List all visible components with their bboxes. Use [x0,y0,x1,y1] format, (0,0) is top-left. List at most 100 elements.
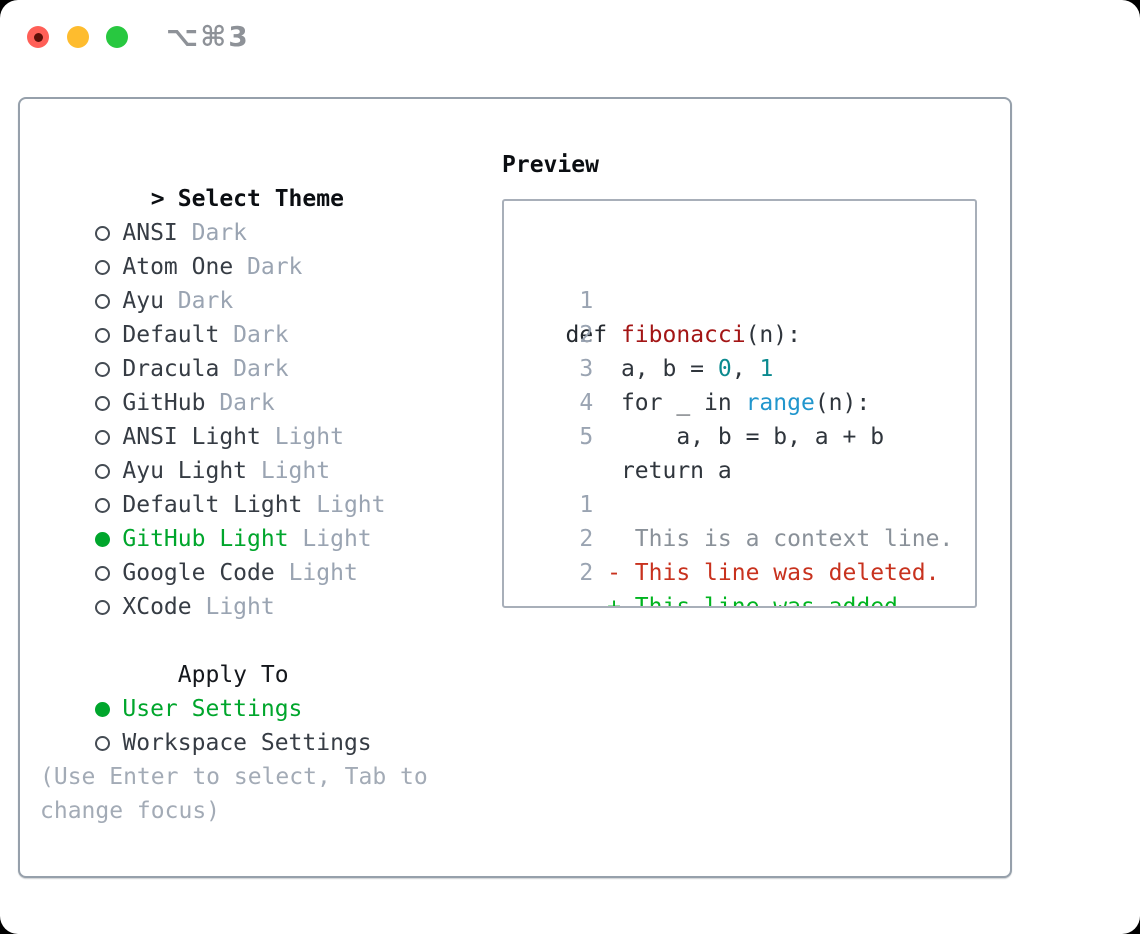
theme-name: GitHub Light [122,526,289,552]
apply-to-option-row[interactable]: Workspace Settings [40,692,502,756]
radio-icon [95,736,111,751]
preview-code-line: 2 a, b = 0, 1 [524,284,965,382]
apply-to-header: Apply To [40,624,502,688]
theme-name: Ayu [122,288,164,314]
preview-code-line: 1 This is a context line. [524,454,965,552]
apply-to-list: User Settings Workspace Settings [40,658,502,756]
radio-icon [95,294,111,309]
line-number: 2 [579,560,594,586]
code-segment-plain: return a [551,458,732,484]
theme-name: Default Light [122,492,303,518]
close-dot-icon [33,32,43,42]
code-segment-context: This is a context line. [551,526,954,552]
titlebar: ⌥⌘3 [0,0,1140,97]
theme-variant-tag: Light [247,458,331,484]
code-segment-num: 1 [759,356,774,382]
code-segment-plain: , [731,356,760,382]
select-theme-title: Select Theme [177,186,344,212]
radio-icon [95,260,111,275]
line-number: 1 [579,288,594,314]
theme-name: Ayu Light [122,458,248,484]
code-segment-plain: a, b = b, a + b [551,424,885,450]
theme-picker-panel: > Select Theme ANSI Dark Atom One Dark Ay… [18,97,1012,878]
close-button[interactable] [27,26,49,48]
theme-name: Google Code [122,560,275,586]
preview-column: Preview 1 def fibonacci(n): 2 a, b = 0, … [502,148,977,876]
apply-to-title: Apply To [177,662,289,688]
theme-variant-tag: Light [260,424,344,450]
theme-variant-tag: Light [274,560,358,586]
code-segment-fn: fibonacci [620,322,746,348]
code-segment-builtin: range [745,390,815,416]
line-number: 5 [579,424,594,450]
line-number: 2 [579,526,594,552]
code-segment-plain: (n): [745,322,801,348]
radio-icon [95,430,111,445]
pointer-icon: > [150,186,165,212]
theme-option-row[interactable]: Google Code Light [40,522,502,586]
radio-icon [95,328,111,343]
line-number: 2 [579,322,594,348]
theme-option-row[interactable]: Ayu Light Light [40,420,502,484]
theme-list-column: > Select Theme ANSI Dark Atom One Dark Ay… [40,148,502,876]
radio-icon [95,566,111,581]
radio-selected-icon [95,532,111,547]
theme-option-row[interactable]: Default Light Light [40,454,502,518]
line-number: 3 [579,356,594,382]
theme-variant-tag: Dark [233,254,303,280]
theme-list: ANSI Dark Atom One Dark Ayu Dark Default… [40,182,502,620]
theme-option-row[interactable]: ANSI Light Light [40,386,502,450]
theme-variant-tag: Dark [163,288,234,314]
theme-variant-tag: Dark [219,356,289,382]
theme-name: GitHub [122,390,206,416]
window-shortcut-label: ⌥⌘3 [166,20,250,53]
theme-variant-tag: Light [191,594,275,620]
radio-icon [95,498,111,513]
theme-option-row[interactable]: ANSI Dark [40,182,502,246]
preview-code-line: 3 for _ in range (n): [524,318,965,416]
code-segment-plain: for _ in [551,390,746,416]
preview-code-line: 4 a, b = b, a + b [524,352,965,450]
preview-box: 1 def fibonacci(n): 2 a, b = 0, 1 3 for … [502,199,977,608]
theme-name: ANSI Light [122,424,261,450]
radio-selected-icon [95,702,111,717]
theme-option-row[interactable]: GitHub Light Light [40,488,502,552]
theme-variant-tag: Light [302,492,386,518]
radio-icon [95,362,111,377]
code-segment-added: + This line was added. [607,594,912,608]
radio-icon [95,396,111,411]
theme-option-row[interactable]: XCode Light [40,556,502,620]
select-theme-header: > Select Theme [40,148,502,212]
line-number: 1 [579,492,594,518]
theme-option-row[interactable]: Ayu Dark [40,250,502,314]
zoom-button[interactable] [106,26,128,48]
minimize-button[interactable] [67,26,89,48]
theme-option-row[interactable]: Dracula Dark [40,318,502,382]
theme-option-row[interactable]: GitHub Dark [40,352,502,416]
apply-to-option-row[interactable]: User Settings [40,658,502,722]
theme-name: ANSI [122,220,178,246]
theme-name: Workspace Settings [122,730,372,756]
theme-variant-tag: Dark [177,220,248,246]
code-segment-kw: def [551,322,621,348]
preview-title: Preview [502,152,599,178]
theme-variant-tag: Dark [219,322,289,348]
preview-code-line: 5 return a [524,386,965,484]
theme-variant-tag: Dark [205,390,275,416]
code-segment-deleted: - This line was deleted. [607,560,940,586]
keyboard-hint: (Use Enter to select, Tab to change focu… [40,764,428,824]
theme-option-row[interactable]: Atom One Dark [40,216,502,280]
theme-name: XCode [122,594,192,620]
theme-name: User Settings [122,696,303,722]
theme-name: Atom One [122,254,234,280]
theme-variant-tag: Light [288,526,372,552]
preview-code-line: 2 + This line was added. [524,522,965,606]
preview-code-line: 1 def fibonacci(n): [524,250,965,348]
radio-icon [95,226,111,241]
radio-icon [95,464,111,479]
code-segment-plain [552,594,607,606]
theme-option-row[interactable]: Default Dark [40,284,502,348]
line-number: 4 [579,390,594,416]
preview-code-line: 2 - This line was deleted. [524,488,965,586]
